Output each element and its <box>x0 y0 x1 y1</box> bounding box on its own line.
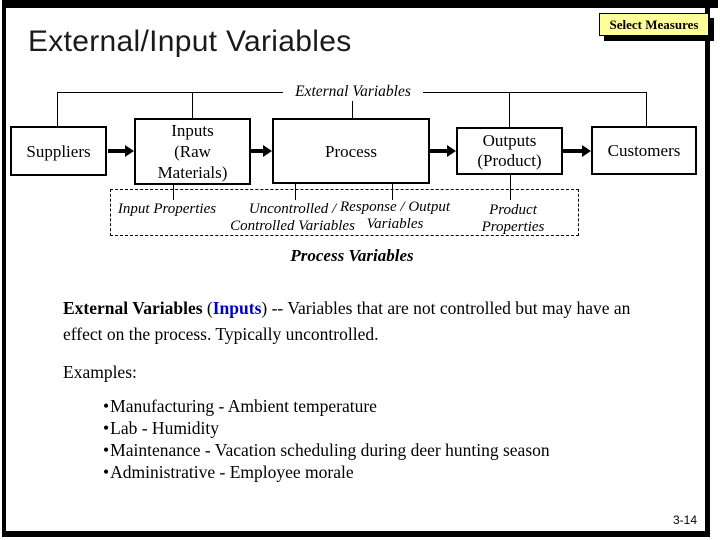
flow-box-customers: Customers <box>591 126 697 175</box>
page-number: 3-14 <box>672 513 697 527</box>
flow-box-label: Process <box>325 141 377 161</box>
flow-arrow-icon <box>430 149 447 153</box>
flow-box-label: Suppliers <box>26 141 91 161</box>
examples-list: •Manufacturing - Ambient temperature •La… <box>103 395 550 483</box>
leader-line <box>173 185 174 200</box>
flow-box-label: Inputs (Raw Materials) <box>157 121 228 182</box>
frame-left-border <box>2 0 6 537</box>
definition-open-paren: ( <box>202 298 213 318</box>
bullet-icon: • <box>103 440 110 460</box>
flow-box-process: Process <box>272 118 430 184</box>
list-item: •Lab - Humidity <box>103 417 550 439</box>
leader-line <box>295 184 296 200</box>
flow-box-label: Outputs (Product) <box>477 131 542 170</box>
definition-term: External Variables <box>63 298 203 318</box>
list-item-text: Administrative - Employee morale <box>110 462 354 482</box>
variable-label-uncontrolled-controlled: Uncontrolled / Controlled Variables <box>230 201 355 234</box>
connector-line <box>509 92 510 127</box>
variable-label-product-properties: Product Properties <box>481 202 545 235</box>
flow-arrow-icon <box>563 149 582 153</box>
bullet-icon: • <box>103 418 110 438</box>
definition-close-paren: ) -- <box>261 298 288 318</box>
connector-line <box>646 92 647 126</box>
connector-line <box>57 92 58 126</box>
select-measures-button[interactable]: Select Measures <box>599 13 709 36</box>
examples-heading: Examples: <box>63 362 137 382</box>
external-variables-label: External Variables <box>283 83 423 101</box>
variable-label-input-properties: Input Properties <box>117 201 217 217</box>
list-item: •Administrative - Employee morale <box>103 461 550 483</box>
list-item-text: Manufacturing - Ambient temperature <box>110 396 377 416</box>
list-item-text: Lab - Humidity <box>110 418 220 438</box>
flow-box-inputs: Inputs (Raw Materials) <box>134 118 251 185</box>
leader-line <box>510 175 511 200</box>
list-item-text: Maintenance - Vacation scheduling during… <box>110 440 550 460</box>
frame-top-bar <box>2 0 718 8</box>
flow-box-label: Customers <box>607 141 681 160</box>
definition-body: Variables that are not controlled but ma… <box>63 298 631 344</box>
page-title: External/Input Variables <box>28 25 352 58</box>
flow-box-suppliers: Suppliers <box>10 126 107 176</box>
connector-line <box>352 101 353 118</box>
inputs-link[interactable]: Inputs <box>212 298 262 318</box>
process-variables-dashed-box <box>110 189 579 236</box>
frame-right-border <box>705 0 710 537</box>
frame-bottom-bar <box>2 531 710 537</box>
variable-label-response-output: Response / Output Variables <box>340 199 450 232</box>
definition-paragraph: External Variables (Inputs) -- Variables… <box>63 295 661 347</box>
leader-line <box>392 184 393 200</box>
bullet-icon: • <box>103 462 110 482</box>
connector-line <box>192 92 193 118</box>
bullet-icon: • <box>103 396 110 416</box>
flow-arrow-icon <box>108 149 125 153</box>
process-variables-caption: Process Variables <box>290 246 414 265</box>
flow-arrow-icon <box>251 149 263 153</box>
flow-box-outputs: Outputs (Product) <box>456 127 563 175</box>
list-item: •Manufacturing - Ambient temperature <box>103 395 550 417</box>
list-item: •Maintenance - Vacation scheduling durin… <box>103 439 550 461</box>
